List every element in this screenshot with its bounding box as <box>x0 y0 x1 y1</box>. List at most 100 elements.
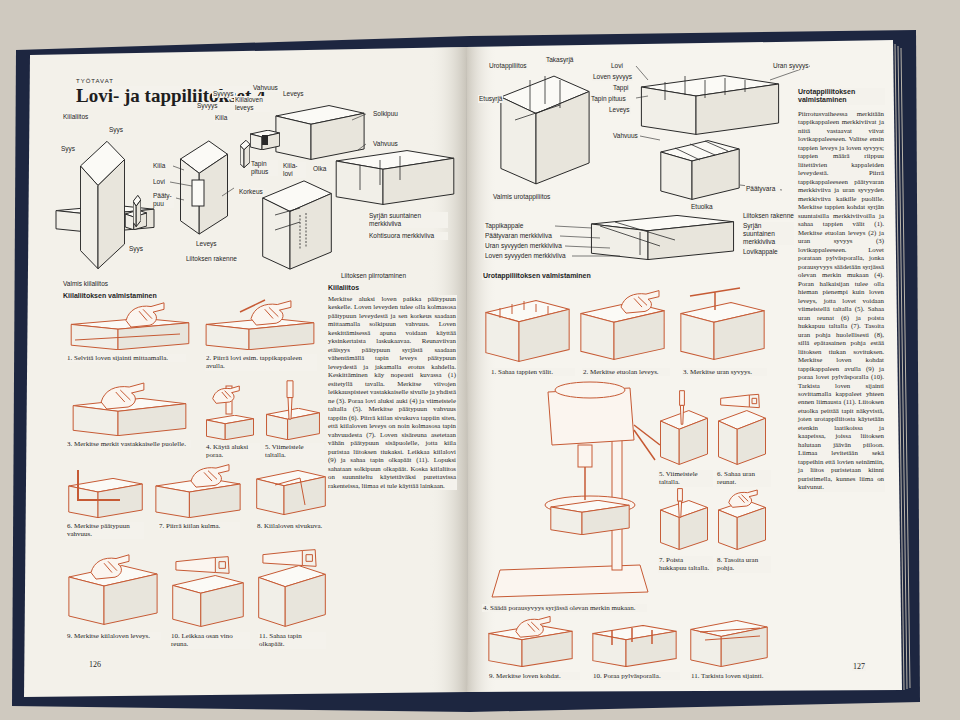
step-caption: 11. Tarkista loven sijainti. <box>690 672 770 680</box>
joint-illustration <box>80 141 124 268</box>
part-label: Valmis kiilaliitos <box>62 280 109 288</box>
step-illustration <box>700 628 760 640</box>
step-illustration <box>691 620 767 666</box>
part-label: Solkipuu <box>372 110 399 118</box>
section-heading: Kiilaliitos <box>327 284 360 292</box>
joint-illustration <box>661 141 739 200</box>
part-label: Päätyvara <box>745 185 780 193</box>
step-illustration <box>173 576 244 627</box>
joint-illustration <box>180 141 227 234</box>
step-illustration <box>593 625 676 666</box>
step-illustration <box>680 391 685 425</box>
step-caption: 5. Viimeistele taltalla. <box>264 443 324 460</box>
step-illustration <box>176 557 229 574</box>
joint-illustration <box>192 180 204 206</box>
part-label: Vahvuus <box>612 132 639 140</box>
step-illustration <box>75 334 180 340</box>
part-label: Leveys <box>195 240 218 248</box>
step-caption: 7. Poista hukkapuu taltalla. <box>658 556 713 573</box>
book-pages <box>895 44 910 690</box>
background <box>12 30 920 712</box>
step-illustration <box>581 303 664 360</box>
step-illustration <box>69 478 143 517</box>
joint-illustration <box>170 114 366 200</box>
step-illustration <box>678 489 683 518</box>
joint-illustration <box>600 222 675 255</box>
step-illustration <box>660 411 707 465</box>
step-illustration <box>660 501 707 550</box>
step-caption: 3. Merkitse merkit vastakkaiselle puolel… <box>66 440 191 448</box>
book-pages <box>466 40 902 692</box>
part-label: Kiilaloven leveys <box>234 96 270 112</box>
part-label: Syys <box>108 126 124 134</box>
page-number: 127 <box>852 662 866 671</box>
step-caption: 10. Leikkaa osan vino reuna. <box>170 632 250 649</box>
page-number: 126 <box>88 660 102 669</box>
step-illustration <box>101 383 144 409</box>
part-label: Etuolka <box>690 203 714 211</box>
part-label: Syvyys <box>212 90 235 98</box>
part-label: Kiila <box>152 162 166 170</box>
part-label: Loven syvyys <box>592 73 633 81</box>
part-label: Kiila-lovi <box>282 162 306 178</box>
step-illustration <box>191 465 229 488</box>
step-illustration <box>267 408 320 439</box>
step-illustration <box>263 550 316 567</box>
section-heading: Urotappiliitoksen valmistaminen <box>797 88 885 105</box>
step-caption: 6. Sahaa uran reunat. <box>716 470 771 487</box>
part-label: Syys <box>128 245 144 253</box>
joint-illustration <box>250 130 279 150</box>
step-illustration <box>634 425 660 460</box>
step-caption: 2. Piirrä lovi esim. tappikappaleen avul… <box>205 354 317 371</box>
step-illustration <box>91 555 129 579</box>
book-pages <box>24 47 468 697</box>
part-label: Tappi <box>612 84 630 92</box>
part-label: Tapin pituus <box>250 160 278 176</box>
step-caption: 6. Merkitse päätypuun vahvuus. <box>66 522 144 539</box>
step-illustration <box>492 565 648 597</box>
step-illustration <box>690 288 740 310</box>
part-label: Pääty-puu <box>152 192 174 208</box>
step-caption: 10. Poraa pylväsporalla. <box>592 672 680 680</box>
step-illustration <box>275 478 305 505</box>
step-illustration <box>486 301 569 362</box>
part-label: Liitoksen piirrotaminen <box>340 272 407 280</box>
part-label: Loven syvyyden merkkiviiva <box>484 252 567 260</box>
step-caption: 8. Kiilaloven sivukuva. <box>256 522 324 530</box>
step-illustration <box>126 303 164 327</box>
section-heading: Kiilaliitoksen valmistaminen <box>62 292 158 300</box>
section-heading: Urotappiliitoksen valmistaminen <box>482 272 592 280</box>
step-illustration <box>681 303 764 360</box>
part-label: Takasyrjä <box>545 56 574 64</box>
step-illustration <box>257 470 326 514</box>
step-illustration <box>584 467 586 500</box>
part-label: Lovi <box>610 62 624 70</box>
step-caption: 8. Tasoita uran pohja. <box>716 556 771 573</box>
step-caption: 11. Sahaa tapin olkapäät. <box>258 632 326 649</box>
step-illustration <box>718 501 765 550</box>
step-illustration <box>213 386 240 403</box>
step-caption: 2. Merkitse etuolan leveys. <box>582 368 670 376</box>
step-illustration <box>78 470 120 500</box>
step-illustration <box>69 288 767 667</box>
step-caption: 9. Merkitse loven kohdat. <box>488 672 580 680</box>
step-caption: 4. Säädä porausyvyys syrjässä olevan mer… <box>482 604 647 612</box>
part-label: Liitoksen rakenne <box>742 212 795 220</box>
part-label: Syrjän suuntainen merkkiviiva <box>742 222 794 245</box>
part-label: Syys <box>60 145 76 153</box>
step-caption: 3. Merkitse uran syvyys. <box>682 368 767 376</box>
step-illustration <box>551 500 629 534</box>
step-illustration <box>259 566 326 627</box>
part-label: Urotappiliitos <box>488 62 528 70</box>
part-label: Syvyys <box>196 102 219 110</box>
step-illustration <box>287 381 293 419</box>
step-illustration <box>721 394 760 407</box>
step-illustration <box>206 415 253 440</box>
joint-illustration <box>56 66 810 269</box>
part-label: Vahvuus <box>252 84 279 92</box>
step-caption: 7. Piirrä kiilan kulma. <box>158 522 240 530</box>
body-text: Merkitse aluksi loven paikka päätypuun k… <box>327 295 457 490</box>
part-label: Tappikappale <box>484 222 524 230</box>
